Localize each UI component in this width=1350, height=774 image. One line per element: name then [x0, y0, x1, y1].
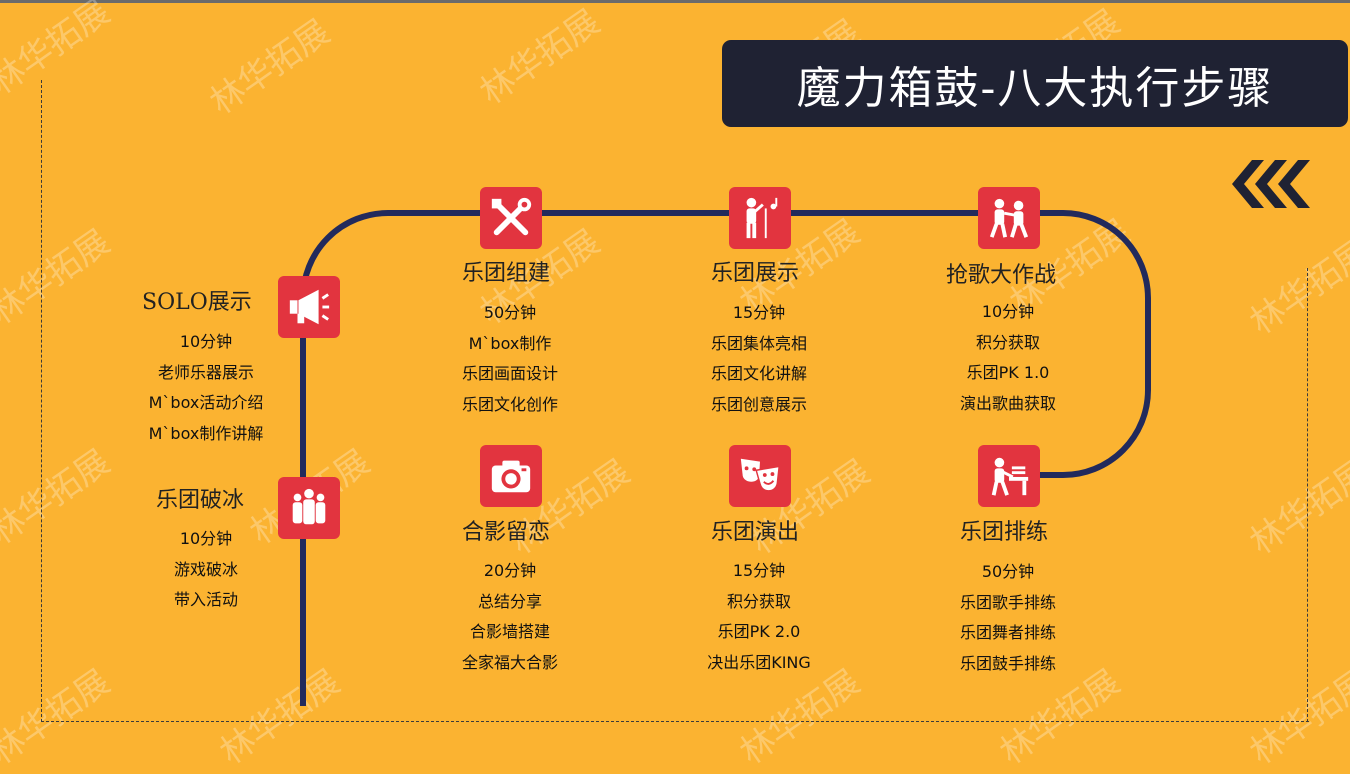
step-detail: 总结分享: [477, 591, 542, 611]
step-details-build: 50分钟 M`box制作 乐团画面设计 乐团文化创作: [430, 298, 590, 420]
step-details-show: 15分钟 乐团集体亮相 乐团文化讲解 乐团创意展示: [679, 298, 839, 420]
step-detail: 全家福大合影: [461, 652, 558, 672]
step-detail: M`box活动介绍: [148, 393, 264, 412]
step-detail: 50分钟: [981, 562, 1035, 581]
step-detail: 积分获取: [975, 332, 1040, 352]
step-details-photo: 20分钟 总结分享 合影墙搭建 全家福大合影: [430, 556, 590, 678]
step-detail: 合影墙搭建: [469, 622, 550, 641]
theater-masks-icon: [729, 445, 791, 507]
step-title-solo: SOLO展示: [142, 290, 252, 315]
step-detail: 乐团画面设计: [461, 364, 558, 383]
camera-icon: [480, 445, 542, 507]
page-title: 魔力箱鼓-八大执行步骤: [796, 62, 1274, 114]
title-banner: 魔力箱鼓-八大执行步骤: [722, 40, 1348, 127]
step-detail: 乐团集体亮相: [710, 333, 807, 353]
step-detail: 15分钟: [732, 561, 786, 580]
people-group-icon: [278, 477, 340, 539]
step-title-perform: 乐团演出: [711, 520, 800, 545]
singer-icon: [729, 187, 791, 249]
step-title-build: 乐团组建: [462, 261, 551, 286]
step-details-perform: 15分钟 积分获取 乐团PK 2.0 决出乐团KING: [679, 556, 839, 678]
chevron-left-icon: [1232, 160, 1310, 208]
fight-icon: [978, 187, 1040, 249]
step-detail: 决出乐团KING: [707, 652, 811, 672]
step-title-photo: 合影留恋: [462, 520, 551, 545]
step-title-show: 乐团展示: [711, 261, 800, 286]
step-detail: 50分钟: [483, 303, 537, 322]
step-details-rehearse: 50分钟 乐团歌手排练 乐团舞者排练 乐团鼓手排练: [928, 557, 1088, 679]
step-details-ice: 10分钟 游戏破冰 带入活动: [126, 524, 286, 616]
step-title-battle: 抢歌大作战: [946, 263, 1057, 288]
step-detail: 10分钟: [179, 529, 233, 548]
step-detail: 乐团文化创作: [461, 394, 558, 414]
step-detail: 20分钟: [483, 561, 537, 580]
step-detail: 乐团PK 2.0: [717, 622, 801, 641]
step-details-solo: 10分钟 老师乐器展示 M`box活动介绍 M`box制作讲解: [126, 327, 286, 449]
step-details-battle: 10分钟 积分获取 乐团PK 1.0 演出歌曲获取: [928, 297, 1088, 419]
step-detail: 乐团歌手排练: [959, 592, 1056, 612]
step-detail: 老师乐器展示: [157, 362, 254, 382]
step-detail: 乐团舞者排练: [959, 623, 1056, 642]
step-detail: 带入活动: [173, 590, 238, 609]
dashed-frame-right: [1307, 268, 1308, 722]
step-detail: 10分钟: [179, 332, 233, 351]
tools-icon: [480, 187, 542, 249]
desk-worker-icon: [978, 445, 1040, 507]
top-border: [0, 0, 1350, 3]
megaphone-icon: [278, 276, 340, 338]
step-detail: 15分钟: [732, 303, 786, 322]
step-detail: 乐团文化讲解: [710, 364, 807, 383]
step-title-rehearse: 乐团排练: [960, 520, 1049, 545]
step-detail: 积分获取: [726, 591, 791, 611]
step-detail: 乐团PK 1.0: [966, 363, 1050, 382]
step-detail: M`box制作: [468, 333, 552, 353]
step-detail: 10分钟: [981, 302, 1035, 321]
step-detail: 演出歌曲获取: [959, 393, 1056, 413]
step-detail: 游戏破冰: [173, 559, 238, 579]
step-detail: 乐团创意展示: [710, 394, 807, 414]
step-detail: 乐团鼓手排练: [959, 653, 1056, 673]
path-line: [300, 210, 1151, 706]
dashed-frame: [41, 80, 1309, 722]
step-detail: M`box制作讲解: [148, 423, 264, 443]
step-title-ice: 乐团破冰: [156, 488, 245, 513]
